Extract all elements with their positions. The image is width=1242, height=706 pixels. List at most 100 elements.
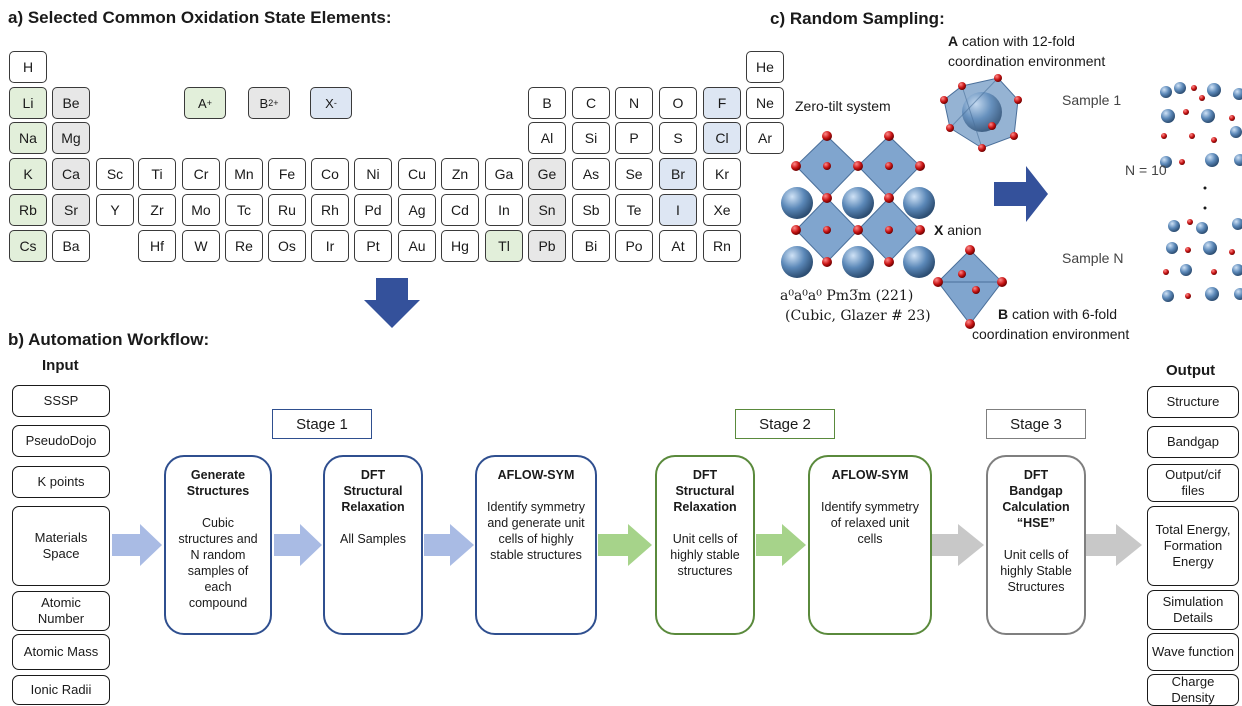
arrow-dft2-to-aflow2 bbox=[756, 524, 806, 566]
sample-1-structure bbox=[1160, 82, 1242, 168]
step-aflow-sym-1: AFLOW-SYM Identify symmetry and generate… bbox=[475, 455, 597, 635]
element-cd: Cd bbox=[441, 194, 479, 226]
sample-1-label: Sample 1 bbox=[1062, 92, 1122, 108]
element-he: He bbox=[746, 51, 784, 83]
output-header: Output bbox=[1166, 362, 1216, 379]
element-ti: Ti bbox=[138, 158, 176, 190]
b-site-octahedron bbox=[933, 245, 1007, 329]
panel-a-title: a) Selected Common Oxidation State Eleme… bbox=[8, 8, 392, 27]
element-se: Se bbox=[615, 158, 653, 190]
step-5-body: Identify symmetry of relaxed unit cells bbox=[821, 500, 919, 546]
step-dft-bandgap-hse: DFT Bandgap Calculation “HSE” Unit cells… bbox=[986, 455, 1086, 635]
element-y: Y bbox=[96, 194, 134, 226]
a-cation-text: cation with 12-fold bbox=[958, 33, 1075, 49]
input-atomic-number: Atomic Number bbox=[12, 591, 110, 631]
element-rn: Rn bbox=[703, 230, 741, 262]
element-po: Po bbox=[615, 230, 653, 262]
step-6-header: DFT Bandgap Calculation “HSE” bbox=[1002, 468, 1070, 530]
sample-n-structure bbox=[1162, 218, 1242, 302]
element-sr: Sr bbox=[52, 194, 90, 226]
element-ni: Ni bbox=[354, 158, 392, 190]
element-ga: Ga bbox=[485, 158, 523, 190]
element-i: I bbox=[659, 194, 697, 226]
sample-n-label: Sample N bbox=[1062, 250, 1124, 266]
element-cl: Cl bbox=[703, 122, 741, 154]
element-si: Si bbox=[572, 122, 610, 154]
output-structure: Structure bbox=[1147, 386, 1239, 418]
element-at: At bbox=[659, 230, 697, 262]
element-sb: Sb bbox=[572, 194, 610, 226]
element-te: Te bbox=[615, 194, 653, 226]
element-c: C bbox=[572, 87, 610, 119]
element-ag: Ag bbox=[398, 194, 436, 226]
element-mo: Mo bbox=[182, 194, 220, 226]
octahedra-lattice bbox=[781, 131, 935, 278]
output-bandgap: Bandgap bbox=[1147, 426, 1239, 458]
element-fe: Fe bbox=[268, 158, 306, 190]
step-1-body: Cubic structures and N random samples of… bbox=[178, 516, 258, 610]
step-3-body: Identify symmetry and generate unit cell… bbox=[487, 500, 585, 562]
b-cation-symbol: B bbox=[998, 306, 1009, 322]
x-anion-label: X anion bbox=[934, 222, 982, 238]
element-n: N bbox=[615, 87, 653, 119]
arrow-input-to-generate bbox=[112, 524, 162, 566]
element-co: Co bbox=[311, 158, 349, 190]
element-p: P bbox=[615, 122, 653, 154]
step-1-header: Generate Structures bbox=[186, 468, 250, 498]
element-sc: Sc bbox=[96, 158, 134, 190]
element-k: K bbox=[9, 158, 47, 190]
output-cif-files: Output/cif files bbox=[1147, 464, 1239, 502]
input-k-points: K points bbox=[12, 466, 110, 498]
element-ba: Ba bbox=[52, 230, 90, 262]
element-ru: Ru bbox=[268, 194, 306, 226]
element-rb: Rb bbox=[9, 194, 47, 226]
legend-x-anion: X- bbox=[310, 87, 352, 119]
element-pd: Pd bbox=[354, 194, 392, 226]
element-xe: Xe bbox=[703, 194, 741, 226]
legend-a-charge: + bbox=[206, 98, 212, 108]
panel-c-title: c) Random Sampling: bbox=[770, 9, 945, 28]
element-cu: Cu bbox=[398, 158, 436, 190]
legend-a-cation: A+ bbox=[184, 87, 226, 119]
element-ar: Ar bbox=[746, 122, 784, 154]
step-6-body: Unit cells of highly Stable Structures bbox=[1000, 548, 1072, 594]
down-arrow-icon bbox=[364, 278, 420, 328]
arrow-stage3-to-output bbox=[1086, 524, 1142, 566]
element-mg: Mg bbox=[52, 122, 90, 154]
element-kr: Kr bbox=[703, 158, 741, 190]
element-au: Au bbox=[398, 230, 436, 262]
element-b: B bbox=[528, 87, 566, 119]
n-count-label: N = 10 bbox=[1125, 162, 1167, 178]
step-2-header: DFT Structural Relaxation bbox=[341, 468, 405, 514]
element-in: In bbox=[485, 194, 523, 226]
legend-a-label: A bbox=[198, 95, 207, 111]
legend-b-charge: 2+ bbox=[268, 98, 279, 108]
step-5-header: AFLOW-SYM bbox=[831, 468, 909, 482]
element-zr: Zr bbox=[138, 194, 176, 226]
x-anion-text: anion bbox=[943, 222, 982, 238]
element-br: Br bbox=[659, 158, 697, 190]
stage-3-label: Stage 3 bbox=[986, 409, 1086, 439]
element-ca: Ca bbox=[52, 158, 90, 190]
element-tl: Tl bbox=[485, 230, 523, 262]
step-dft-relaxation-stable: DFT Structural Relaxation Unit cells of … bbox=[655, 455, 755, 635]
step-3-header: AFLOW-SYM bbox=[497, 468, 575, 482]
panel-b-title: b) Automation Workflow: bbox=[8, 330, 210, 349]
step-aflow-sym-2: AFLOW-SYM Identify symmetry of relaxed u… bbox=[808, 455, 932, 635]
element-mn: Mn bbox=[225, 158, 263, 190]
element-bi: Bi bbox=[572, 230, 610, 262]
a-site-polyhedron bbox=[940, 74, 1022, 152]
input-header: Input bbox=[42, 357, 79, 374]
element-o: O bbox=[659, 87, 697, 119]
arrow-dft-to-aflow bbox=[424, 524, 474, 566]
step-4-body: Unit cells of highly stable structures bbox=[670, 532, 740, 578]
glazer-notation: a⁰a⁰a⁰ Pm3̅m (221) bbox=[780, 288, 914, 304]
element-s: S bbox=[659, 122, 697, 154]
element-cs: Cs bbox=[9, 230, 47, 262]
element-re: Re bbox=[225, 230, 263, 262]
glazer-system: (Cubic, Glazer # 23) bbox=[785, 308, 931, 324]
legend-x-charge: - bbox=[333, 98, 337, 108]
input-ionic-radii: Ionic Radii bbox=[12, 675, 110, 705]
output-charge-density: Charge Density bbox=[1147, 674, 1239, 706]
perovskite-illustration bbox=[781, 74, 1242, 329]
